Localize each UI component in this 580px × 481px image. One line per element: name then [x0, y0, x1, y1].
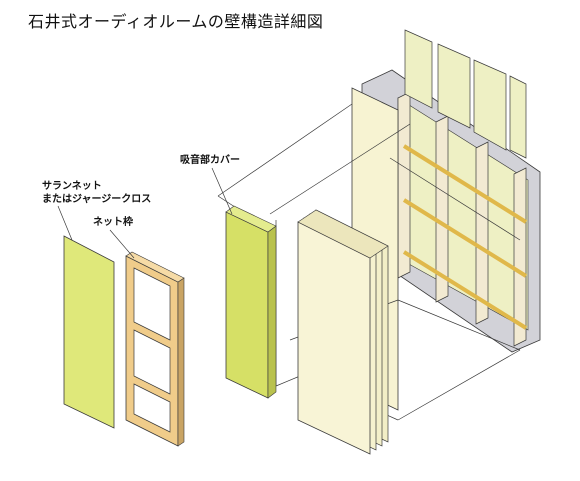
batten — [402, 198, 528, 278]
page-title: 石井式オーディオルームの壁構造詳細図 — [28, 12, 324, 31]
leader-net-frame — [109, 229, 135, 259]
insulation-panel — [473, 59, 507, 151]
stud — [435, 115, 449, 303]
insulation-panel — [404, 29, 433, 109]
absorber-panel-stack — [297, 209, 389, 455]
leader-saran-net — [57, 205, 73, 241]
batten — [402, 144, 528, 224]
stud — [397, 91, 411, 279]
absorber-board-front — [297, 221, 371, 455]
label-saran-net: サランネット またはジャージークロス — [42, 180, 151, 206]
label-saran-net-line1: サランネット — [42, 181, 102, 192]
absorber-board-top-edge — [297, 209, 389, 259]
batten — [402, 250, 528, 330]
net-frame-opening — [133, 329, 171, 395]
insulation-panel — [437, 43, 471, 129]
stud — [513, 167, 527, 347]
horizontal-battens — [402, 144, 528, 330]
label-saran-net-line2: またはジャージークロス — [42, 194, 152, 205]
vertical-studs — [397, 91, 527, 347]
label-absorber-cover: 吸音部カバー — [180, 155, 240, 166]
back-wall — [361, 29, 541, 353]
absorber-cover-front — [225, 211, 269, 399]
leader-absorber-cover — [211, 167, 233, 215]
net-frame-edge — [177, 277, 185, 447]
label-net-frame: ネット枠 — [93, 217, 133, 228]
net-frame-opening — [133, 267, 171, 341]
net-frame — [125, 251, 185, 447]
absorber-cover — [225, 205, 277, 399]
insulation-panel — [509, 75, 527, 159]
absorber-cover-side — [267, 225, 277, 399]
absorber-cover-top — [225, 205, 277, 233]
stud — [475, 141, 489, 325]
saran-net-cloth — [63, 235, 115, 429]
net-frame-opening — [133, 383, 171, 433]
top-insulation — [404, 29, 527, 159]
